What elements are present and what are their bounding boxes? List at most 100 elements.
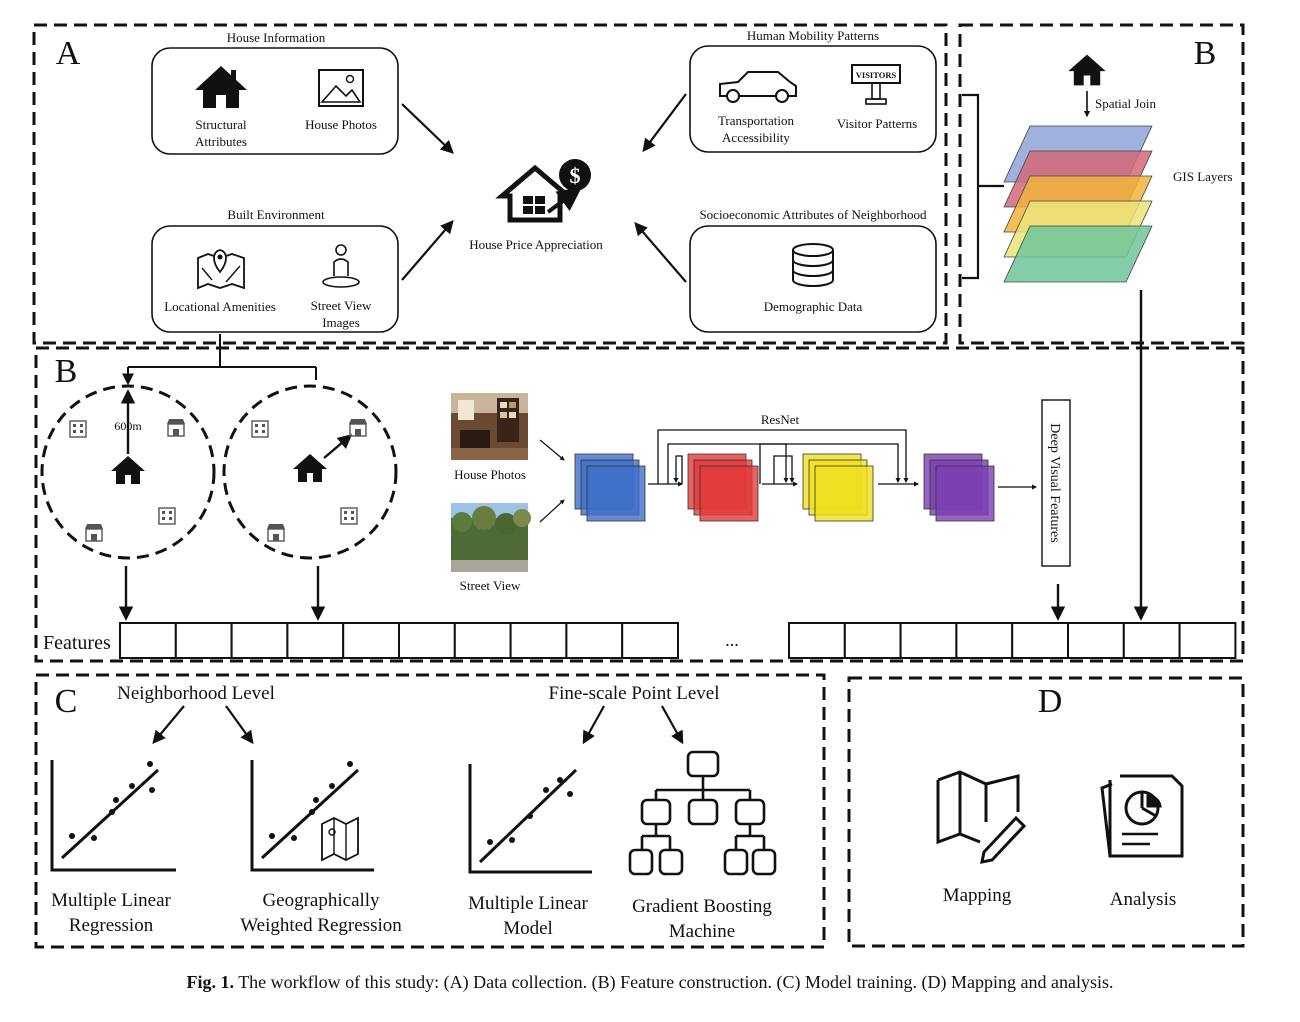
building-icon [340,507,358,525]
panel-b-top-letter: B [1194,35,1217,72]
decision-tree-icon [628,750,777,876]
feature-cell [342,622,401,659]
street-view-thumbnail [451,503,531,572]
nearest-arrow [323,434,353,459]
panel-c-border [34,673,826,949]
feature-cell [398,622,456,659]
regression-plot-icon [50,760,176,872]
features-label: Features [43,632,111,654]
street-view-caption: Street View [460,578,521,593]
feature-cell [1178,622,1237,659]
arrow-to-mlm [582,705,605,745]
visitors-sign-icon: VISITORS [851,64,901,105]
linear-model-plot-icon [468,764,592,874]
deep-visual-features-label: Deep Visual Features [1047,423,1062,542]
feature-cell [621,622,680,659]
caption-prefix: Fig. 1. [186,972,235,992]
shop-icon [166,418,186,437]
visitor-patterns-label: Visitor Patterns [837,116,917,131]
center-house-icon [111,456,145,484]
resnet-label: ResNet [761,412,800,427]
feature-cell [174,622,233,659]
arrow-built-env-to-center [401,220,454,281]
mapping-label: Mapping [943,885,1012,906]
house-icon [195,66,247,108]
dollar-sign: $ [570,163,581,188]
street-person-icon [322,244,360,288]
structural-label-1: Structural [195,117,247,132]
photo-icon [318,69,364,107]
resnet-stage [802,453,874,522]
arrow-to-gbm [661,705,684,745]
mlr-label-1: Multiple Linear [51,890,171,911]
demographic-label: Demographic Data [764,299,863,314]
visitors-sign-text: VISITORS [856,70,897,80]
amenities-connector [128,334,317,380]
feature-cell [955,622,1014,659]
gis-layers [1003,125,1153,283]
house-photos-caption: House Photos [454,467,526,482]
house-photo-thumbnail [451,393,528,460]
resnet-stage [687,453,759,522]
gwr-plot-icon [250,760,374,872]
buffer-circle-nearest [222,384,398,560]
panel-b-letter: B [55,353,78,390]
neighborhood-level-label: Neighborhood Level [117,683,275,704]
arrow-to-mlr [152,705,185,745]
database-icon [792,243,834,287]
resnet-stages [574,453,995,522]
gis-bracket [962,93,980,280]
shop-icon [348,418,368,437]
human-mobility-title: Human Mobility Patterns [747,28,879,43]
center-house-icon [293,454,327,482]
arrow-house-info-to-center [401,103,454,154]
locational-amenities-label: Locational Amenities [164,299,276,314]
resnet-stage [574,453,646,522]
feature-cell [230,622,289,659]
house-information-title: House Information [227,30,326,45]
house-information-box [151,47,399,155]
feature-cell [565,622,624,659]
feature-cell [1122,622,1181,659]
street-to-resnet-arrow [539,499,565,523]
structural-label-2: Attributes [195,134,247,149]
mlr-label-2: Regression [69,915,154,936]
buffer-circle-radius [40,384,216,560]
human-mobility-box [689,45,937,153]
gis-house-icon [1068,54,1106,86]
feature-cell [453,622,512,659]
street-view-label-1: Street View [311,298,372,313]
gbm-label-2: Machine [669,921,735,942]
house-price-appreciation-label: House Price Appreciation [469,237,603,252]
mlm-label-2: Model [503,918,553,939]
resnet-stage [923,453,995,522]
feature-cell [119,622,177,659]
gis-layer [1003,225,1153,283]
feature-cell [1011,622,1070,659]
panel-d-border [847,676,1245,948]
shop-icon [266,523,286,542]
building-icon [158,507,176,525]
socioeconomic-box [689,225,937,333]
shop-icon [84,523,104,542]
panel-d-letter: D [1038,683,1063,720]
caption-text: The workflow of this study: (A) Data col… [238,972,1114,992]
built-environment-box [151,225,399,333]
figure-caption: Fig. 1. The workflow of this study: (A) … [0,972,1300,993]
point-level-label: Fine-scale Point Level [549,683,720,704]
analysis-report-icon [1100,774,1184,858]
features-ellipsis: ... [725,630,739,650]
feature-cell [843,622,902,659]
panel-a-letter: A [56,35,81,72]
deep-visual-features-box [1041,399,1071,567]
feature-cell [1067,622,1125,659]
spatial-join-label: Spatial Join [1095,96,1157,111]
house-price-icon: $ [495,159,591,223]
gbm-label-1: Gradient Boosting [632,896,772,917]
buffer-distance-label: 600m [114,419,142,433]
building-icon [251,420,269,438]
feature-cell [788,622,846,659]
built-environment-title: Built Environment [227,207,325,222]
feature-cell [286,622,345,659]
